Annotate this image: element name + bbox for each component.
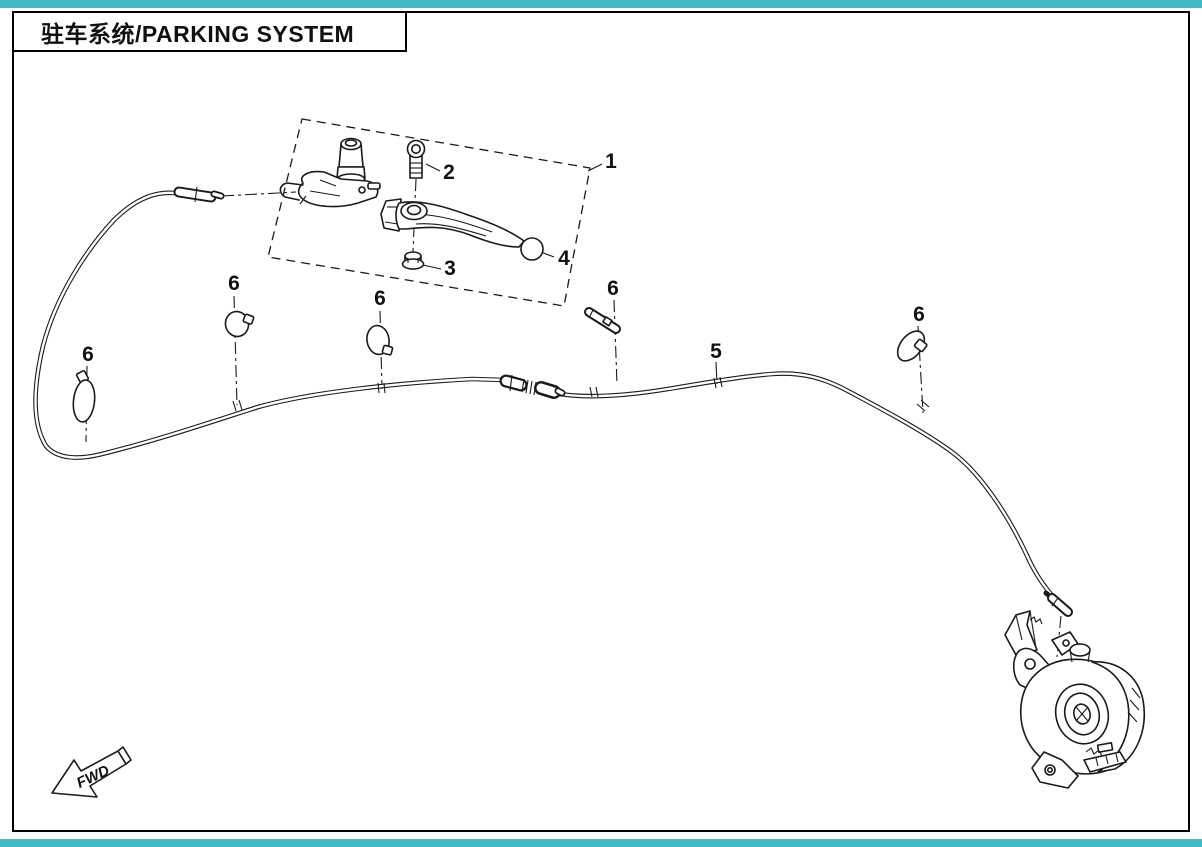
callout-6-6: 6 <box>228 272 240 295</box>
bottom-accent-band <box>0 839 1202 847</box>
cable-adjuster <box>499 374 566 399</box>
callout-6-9: 6 <box>913 303 925 326</box>
callout-labels: 1 2 3 4 5 6 6 6 6 6 <box>82 150 925 366</box>
callout-3-2: 3 <box>444 257 456 280</box>
callout-5-4: 5 <box>710 340 722 363</box>
cable-end-ferrule-lower <box>1043 590 1073 617</box>
callout-6-8: 6 <box>607 277 619 300</box>
callout-6-7: 6 <box>374 287 386 310</box>
page-title: 驻车系统/PARKING SYSTEM <box>41 20 355 47</box>
callout-2-1: 2 <box>443 161 455 184</box>
lever-perch <box>279 137 381 208</box>
cable-clamp-5 <box>896 330 928 362</box>
title-box: 驻车系统/PARKING SYSTEM <box>12 11 407 52</box>
top-accent-band <box>0 0 1202 8</box>
brake-lever <box>380 198 544 261</box>
fwd-arrow: FWD <box>51 746 132 798</box>
callout-1-0: 1 <box>605 150 617 173</box>
cable-clamp-2 <box>224 310 255 338</box>
cable-clamp-4 <box>584 307 621 334</box>
cable-end-ferrule-upper <box>173 186 225 203</box>
pivot-bolt <box>406 139 426 179</box>
page-frame <box>12 11 1190 832</box>
cable-clamp-1 <box>72 369 96 423</box>
lock-nut <box>401 251 425 270</box>
parking-cable <box>33 186 1073 617</box>
brake-caliper-assembly <box>1004 610 1146 789</box>
callout-4-3: 4 <box>558 247 570 270</box>
cable-tick-marks <box>232 376 930 412</box>
callout-6-5: 6 <box>82 343 94 366</box>
leader-lines <box>85 163 1062 658</box>
cable-clamp-3 <box>366 324 394 356</box>
